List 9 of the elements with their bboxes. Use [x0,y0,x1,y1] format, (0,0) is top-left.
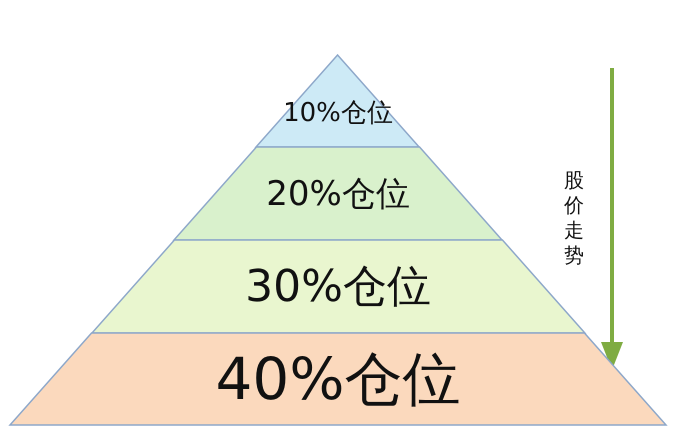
vertical-label: 股价走势 [563,168,585,268]
layer-label: 10%仓位 [282,100,394,126]
pyramid-layer [10,333,666,425]
layer-label: 20%仓位 [265,176,411,210]
layer-label: 40%仓位 [214,350,462,408]
pyramid-layer [256,55,420,147]
pyramid-layer [92,240,584,333]
pyramid-layer [174,147,502,240]
layer-label: 30%仓位 [244,264,432,308]
